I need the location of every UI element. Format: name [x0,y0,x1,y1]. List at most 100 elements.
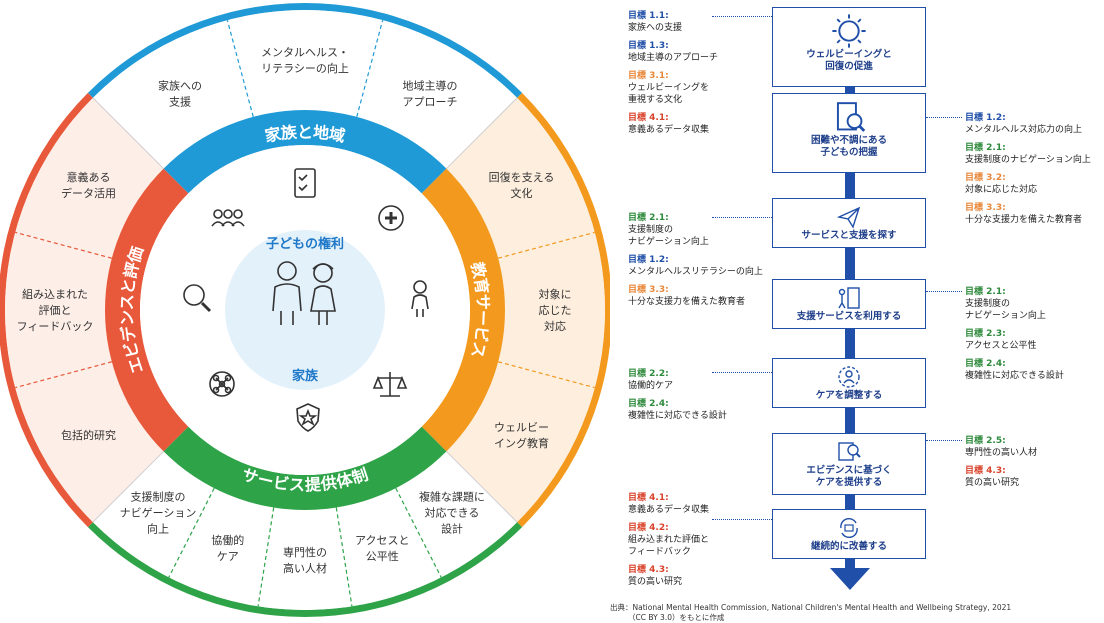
flow-step-label: 支援サービスを利用する [796,311,902,322]
wheel-icons [183,168,429,432]
flow-step-1: ウェルビーイングと回復の促進 [772,7,926,87]
connector-dots [712,372,772,373]
center-light-circle [225,230,385,390]
goal-id: 目標 2.2: [628,369,669,379]
right-goals-2: 目標 2.1:支援制度のナビゲーション向上目標 2.3:アクセスと公平性目標 2… [965,286,1064,388]
goal-id: 目標 4.1: [628,493,669,503]
flow-step-7: 継続的に改善する [772,509,926,559]
goal-id: 目標 2.4: [965,359,1006,369]
magnifier-icon [183,284,212,313]
strategy-wheel-diagram: 家族への支援メンタルヘルス・リテラシーの向上地域主導のアプローチ回復を支える文化… [0,3,610,617]
bottom-divider [395,487,442,578]
left-divider [15,361,112,389]
goal-text: 組み込まれた評価と [628,535,710,545]
goal-text: 支援制度の [965,299,1011,309]
top-ring-label: 家族と地域 [263,122,346,145]
top-segment-label: 地域主導のアプローチ [403,78,458,108]
top-divider [356,20,384,117]
right-divider [498,361,595,389]
right-ring-band [421,168,505,452]
goal-text: 十分な支援力を備えた教育者 [965,215,1083,225]
goal-text: 十分な支援力を備えた教育者 [628,297,746,307]
top-segment-label: 家族への支援 [158,78,202,108]
top-divider [226,20,254,117]
door-icon [838,287,860,309]
flow-step-label: 回復の促進 [825,61,873,72]
right-segment-label: 対象に応じた対応 [539,287,572,333]
flow-step-label: 困難や不調にある [810,135,887,146]
flow-step-label: エビデンスに基づく [806,465,892,476]
connector-dots [712,16,772,17]
top-ring-band [163,110,447,194]
flow-step-4: 支援サービスを利用する [772,279,926,329]
left-goals-1: 目標 1.1:家族への支援目標 1.3:地域主導のアプローチ目標 3.1:ウェル… [628,10,718,142]
source-line-2: （CC BY 3.0）をもとに作成 [628,613,725,622]
bottom-divider [257,507,275,607]
source-line-1: 出典：National Mental Health Commission, Na… [610,603,1012,612]
goal-id: 目標 1.2: [965,113,1006,123]
left-goals-2: 目標 2.1:支援制度のナビゲーション向上目標 1.2:メンタルヘルスリテラシー… [628,212,763,314]
left-goals-3: 目標 2.2: 協働的ケア目標 2.4: 複雑性に対応できる設計 [628,368,727,428]
right-outer-arc [517,92,610,528]
goal-id: 目標 1.1: [628,11,669,21]
goal-id: 目標 2.1: [965,287,1006,297]
flow-step-6: エビデンスに基づくケアを提供する [772,433,926,495]
connector-dots [712,217,772,218]
right-segment-label: ウェルビーイング教育 [494,421,549,450]
center-label-rights: 子どもの権利 [266,236,344,252]
quadrant-divider [92,97,164,169]
left-goals-4: 目標 4.1:意義あるデータ収集目標 4.2:組み込まれた評価とフィードバック目… [628,492,709,594]
goal-id: 目標 2.3: [965,329,1006,339]
wheel-text: 家族への支援メンタルヘルス・リテラシーの向上地域主導のアプローチ回復を支える文化… [17,46,572,575]
quadrant-divider [446,451,518,523]
flow-step-2: 困難や不調にある子どもの把握 [772,93,926,173]
flow-step-3: サービスと支援を探す [772,198,926,248]
center-circle [140,145,470,475]
bottom-segment-label: 協働的ケア [211,533,244,563]
children-icon [272,261,336,325]
center-label-family: 家族 [292,368,319,384]
goal-text: 質の高い研究 [628,577,683,587]
goal-id: 目標 4.3: [628,565,669,575]
scales-icon [372,372,408,397]
right-goals-1: 目標 1.2:メンタルヘルス対応力の向上目標 2.1:支援制度のナビゲーション向… [965,112,1091,232]
goal-text: 専門性の高い人材 [965,448,1038,458]
checklist-icon [294,168,316,198]
flow-step-label: ケアを調整する [815,390,883,401]
goal-id: 目標 3.3: [965,203,1006,213]
goal-id: 目標 4.3: [965,466,1006,476]
bottom-ring-band [163,426,447,510]
goal-id: 目標 2.5: [965,436,1006,446]
connector-dots [926,291,962,292]
connector-dots [712,519,772,520]
bottom-outer-arc [87,522,523,617]
cycle-icon [840,517,858,539]
goal-id: 目標 3.3: [628,285,669,295]
left-segment-label: 意義あるデータ活用 [61,170,116,200]
goal-text: 協働的ケア [628,381,674,391]
bottom-divider [335,507,353,607]
flow-step-label: サービスと支援を探す [801,230,897,241]
goal-text: アクセスと公平性 [965,341,1037,351]
goal-id: 目標 4.1: [628,113,669,123]
goal-text: 地域主導のアプローチ [628,53,719,63]
bottom-segment-label: 専門性の高い人材 [283,545,327,575]
goal-id: 目標 2.4: [628,399,669,409]
bottom-divider [168,487,215,578]
left-ring-band [105,168,189,452]
goal-text: ナビゲーション向上 [628,237,709,247]
goal-text: 支援制度のナビゲーション向上 [965,155,1091,165]
left-segment-label: 包括的研究 [61,428,116,442]
top-outer-arc [87,3,523,98]
bottom-segment-label: 複雑な課題に対応できる設計 [419,489,485,535]
flow-step-5: ケアを調整する [772,358,926,408]
top-segment-label: メンタルヘルス・リテラシーの向上 [261,46,349,75]
goal-id: 目標 1.2: [628,255,669,265]
quadrant-divider [92,451,164,523]
goal-text: ウェルビーイングを [628,83,710,93]
goal-text: 複雑性に対応できる設計 [628,411,727,421]
outer-ring [0,3,610,617]
goal-id: 目標 2.1: [965,143,1006,153]
color-ring [105,110,505,510]
doc-search-icon [838,442,861,461]
